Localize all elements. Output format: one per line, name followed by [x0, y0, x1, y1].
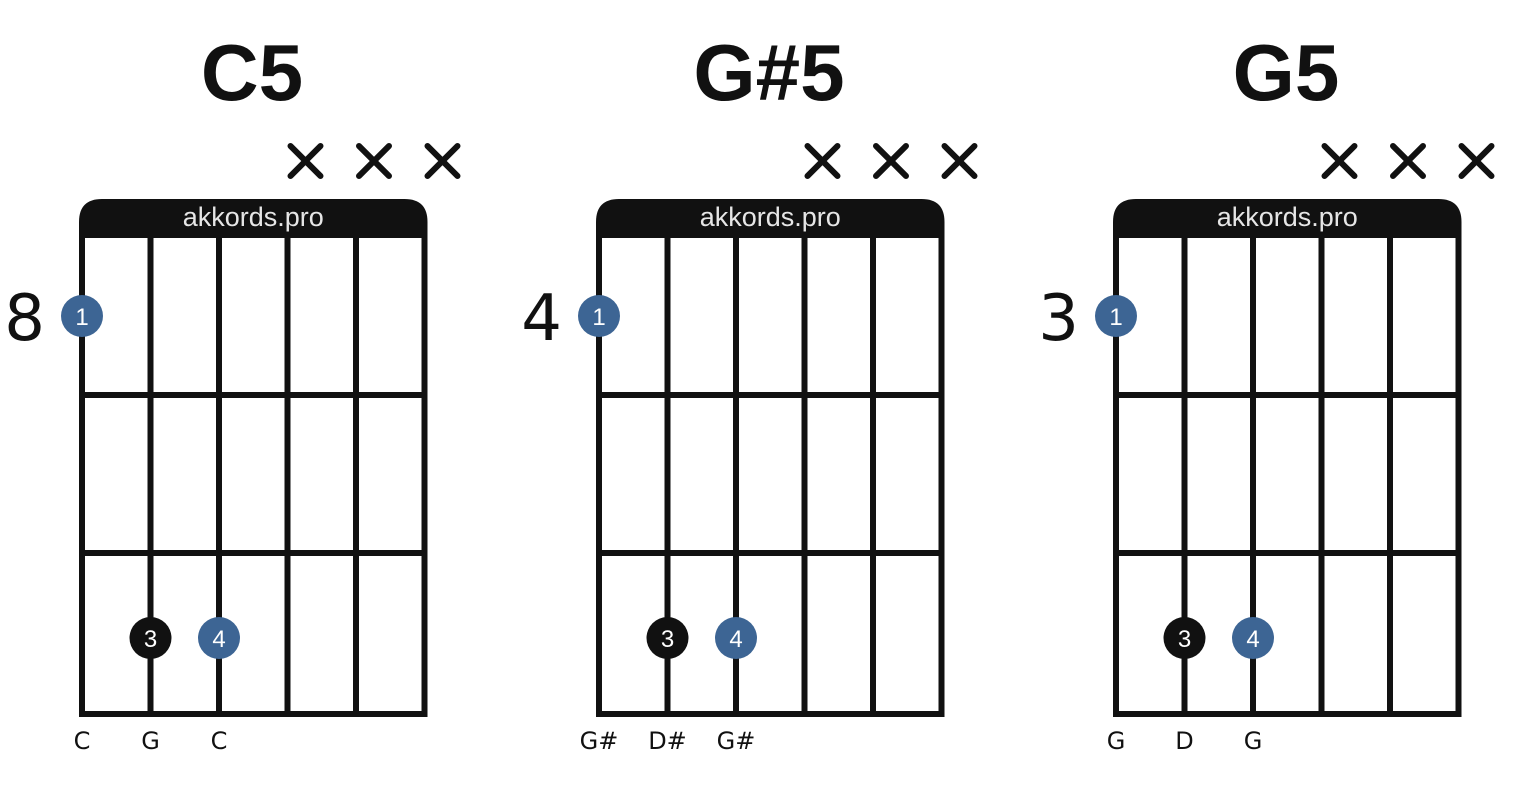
muted-string-x-icon [1390, 143, 1426, 179]
brand-label: akkords.pro [183, 202, 324, 232]
brand-label: akkords.pro [700, 202, 841, 232]
finger-number: 3 [661, 626, 674, 653]
finger-number: 3 [144, 626, 157, 653]
finger-dot: 3 [1163, 617, 1206, 659]
chord-name: G#5 [693, 28, 844, 117]
base-fret-number: 4 [521, 282, 562, 356]
note-name: G [1107, 727, 1126, 755]
chord-name: G5 [1233, 28, 1340, 117]
finger-dot: 1 [61, 295, 103, 337]
finger-number: 1 [1109, 304, 1122, 331]
muted-string-x-icon [424, 143, 461, 179]
finger-number: 4 [1246, 626, 1259, 653]
finger-dot: 4 [715, 617, 757, 659]
brand-label: akkords.pro [1217, 202, 1358, 232]
base-fret-number: 3 [1038, 282, 1079, 356]
muted-string-x-icon [287, 143, 324, 179]
note-name: C [74, 727, 91, 755]
note-name: D# [648, 727, 687, 755]
finger-dot: 3 [646, 617, 689, 659]
finger-number: 3 [1178, 626, 1191, 653]
nut-bar [79, 199, 428, 238]
chord-name: C5 [201, 28, 303, 117]
finger-number: 1 [75, 304, 88, 331]
finger-number: 1 [592, 304, 605, 331]
finger-dot: 4 [198, 617, 240, 659]
nut-bar [1113, 199, 1462, 238]
chord-diagram-1: G#5 akkords.pro 4 1 3 4G# D# G# [521, 28, 978, 755]
muted-string-x-icon [356, 143, 392, 179]
chord-diagram-2: G5 akkords.pro 3 1 3 4G D G [1038, 28, 1495, 755]
note-name: G [1244, 727, 1263, 755]
note-name: G# [580, 727, 619, 755]
muted-string-x-icon [1458, 143, 1495, 179]
base-fret-number: 8 [4, 282, 45, 356]
finger-number: 4 [729, 626, 742, 653]
finger-dot: 1 [1095, 295, 1137, 337]
muted-string-x-icon [873, 143, 909, 179]
note-name: G [141, 727, 160, 755]
note-name: C [211, 727, 228, 755]
muted-string-x-icon [804, 143, 841, 179]
note-name: G# [717, 727, 756, 755]
chord-diagram-0: C5 akkords.pro 8 1 3 4C G C [4, 28, 461, 755]
finger-dot: 1 [578, 295, 620, 337]
note-name: D [1175, 727, 1193, 755]
muted-string-x-icon [1321, 143, 1358, 179]
muted-string-x-icon [941, 143, 978, 179]
finger-dot: 3 [129, 617, 172, 659]
nut-bar [596, 199, 945, 238]
finger-dot: 4 [1232, 617, 1274, 659]
finger-number: 4 [212, 626, 225, 653]
